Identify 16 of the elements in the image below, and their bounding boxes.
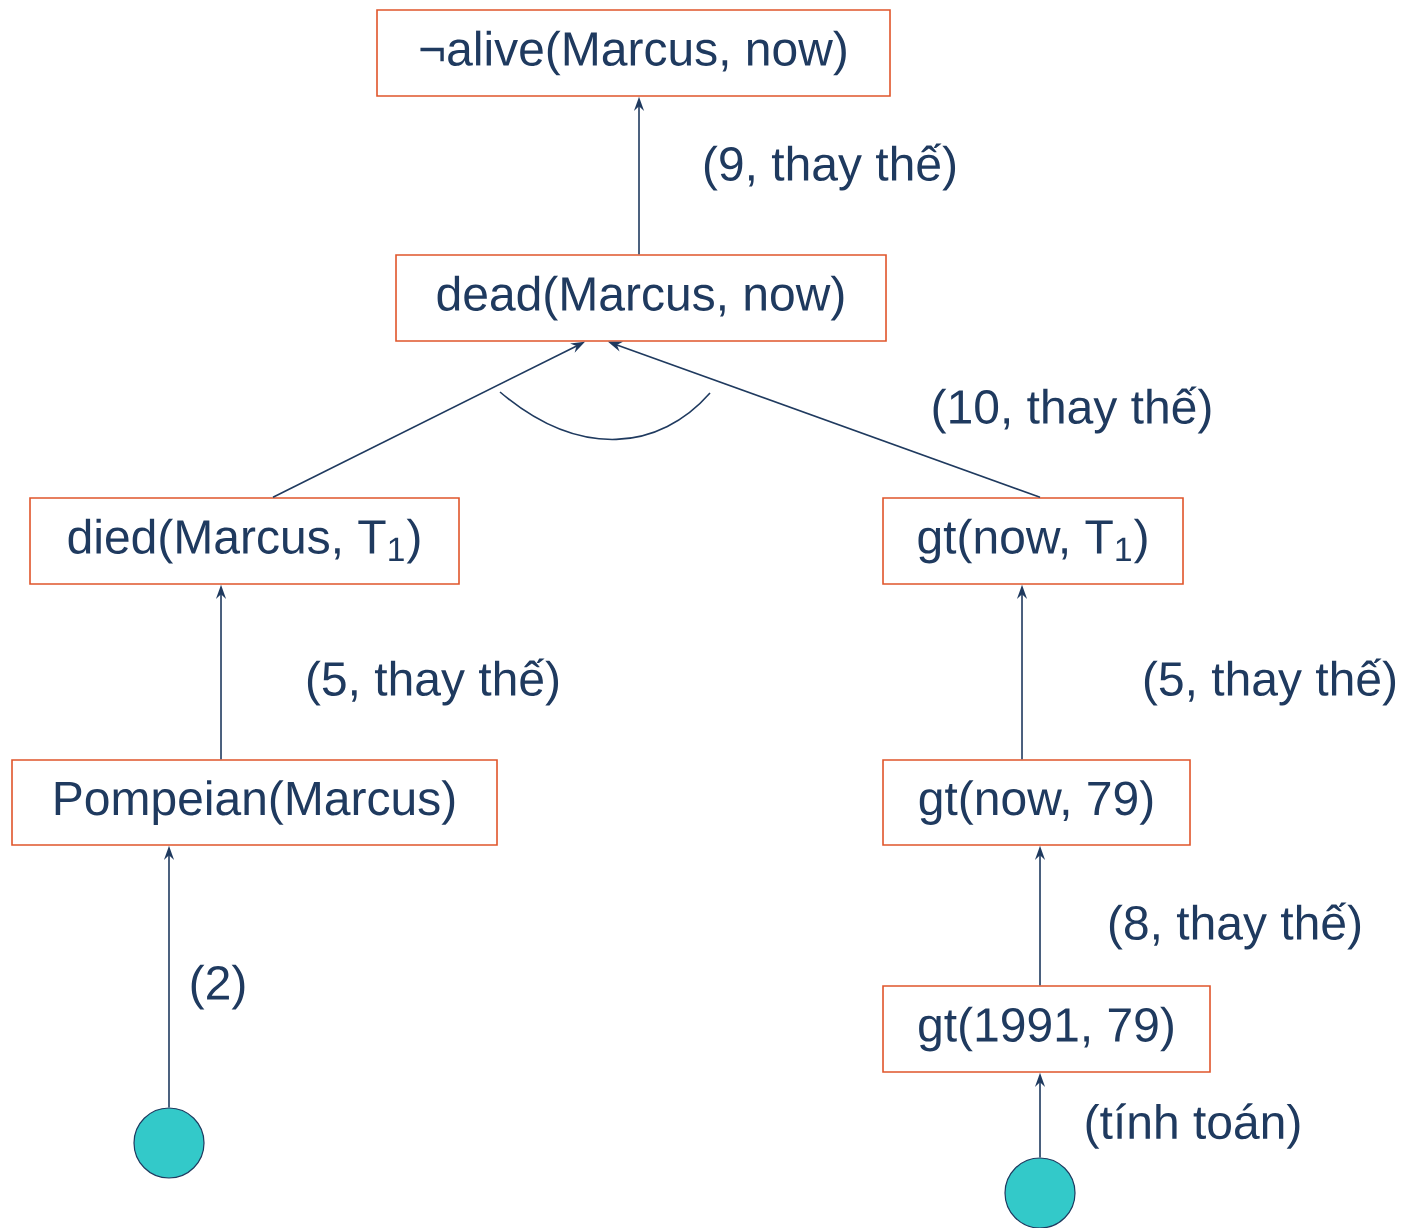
formula-box: gt(now, T$_{1}$) — [882, 497, 1184, 585]
edge-label: (5, thay thế) — [1144, 658, 1396, 706]
edge-label: (5, thay thế) — [307, 658, 559, 706]
edge-label: (8, thay thế) — [1109, 902, 1361, 950]
edge-label: (10, thay thế) — [933, 386, 1211, 434]
start-circle — [133, 1107, 205, 1179]
edge-label: (tính toán) — [1086, 1103, 1300, 1149]
edge-label: (9, thay thế) — [704, 143, 956, 191]
edge-label: (2) — [191, 964, 245, 1010]
formula-box: gt(now, 79) — [882, 759, 1191, 846]
start-circle — [1004, 1157, 1076, 1228]
formula-box: dead(Marcus, now) — [395, 254, 887, 342]
formula-box: died(Marcus, T$_{1}$) — [29, 497, 460, 585]
formula-box: ¬alive(Marcus, now) — [376, 9, 891, 97]
formula-box: gt(1991, 79) — [882, 985, 1211, 1073]
formula-box: Pompeian(Marcus) — [11, 759, 498, 846]
